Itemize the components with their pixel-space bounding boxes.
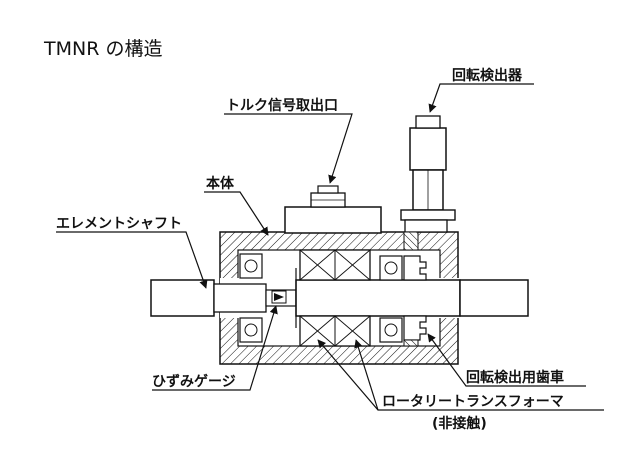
label-strain-gauge: ひずみゲージ [152, 373, 236, 390]
label-body: 本体 [206, 175, 235, 192]
signal-output-block [284, 185, 382, 234]
label-rotation-detection-gear: 回転検出用歯車 [466, 369, 564, 386]
leader-lines [56, 83, 604, 411]
label-rotary-transformer: ロータリートランスフォーマ [382, 394, 564, 410]
right-bearings [379, 255, 403, 343]
label-rotation-detector: 回転検出器 [452, 67, 523, 84]
rotation-detector-unit [400, 115, 456, 251]
label-element-shaft: エレメントシャフト [56, 216, 182, 232]
label-torque-signal-output: トルク信号取出口 [226, 97, 338, 114]
left-bearings [239, 253, 263, 343]
label-rotary-transformer-note: (非接触) [432, 415, 487, 432]
diagram-title: TMNR の構造 [43, 38, 162, 60]
strain-gauge-patch [271, 290, 287, 304]
rotation-detection-gear [403, 255, 427, 347]
